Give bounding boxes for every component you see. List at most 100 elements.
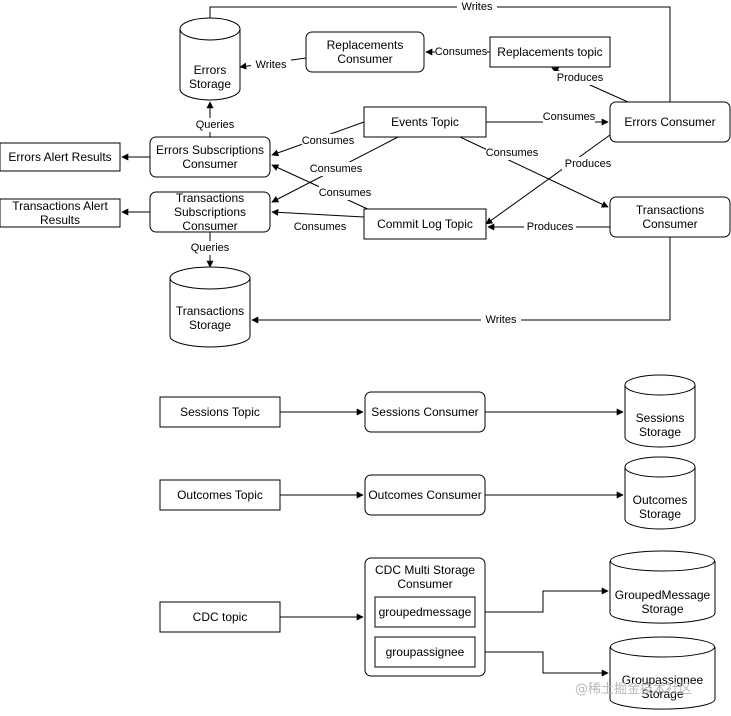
groupassignee-to-storage-arrow [475, 651, 609, 677]
cylinder-top [624, 456, 696, 478]
edge-label-consumes: Consumes [310, 163, 363, 175]
cylinder-top [610, 550, 715, 572]
edge-label-consumes: Consumes [435, 46, 488, 58]
errors-consumer-produces-commit-log-arrow [485, 134, 611, 225]
node-label: CDC topic [193, 610, 248, 624]
node-label: Replacements topic [497, 45, 602, 59]
outcomes-consumer-node: Outcomes Consumer [364, 474, 486, 516]
commit-log-topic-node: Commit Log Topic [363, 208, 487, 240]
edge-label-writes: Writes [256, 59, 287, 71]
node-shape [305, 31, 425, 73]
replacements-topic-node: Replacements topic [489, 36, 611, 68]
node-label: Storage [639, 425, 681, 439]
cylinder-body [169, 278, 251, 348]
cylinder-body [609, 561, 716, 624]
edge-label-bg [524, 220, 576, 234]
node-label: groupassignee [386, 645, 465, 659]
node-label: Storage [189, 77, 231, 91]
node-shape [489, 36, 611, 68]
groupedmessage-to-storage-arrow [475, 587, 609, 613]
node-shape [0, 198, 121, 228]
node-label: Consumer [337, 52, 392, 66]
edge-label-produces: Produces [565, 158, 612, 170]
edge-label-writes: Writes [462, 1, 493, 13]
node-shape [609, 196, 731, 238]
cdc-topic-node: CDC topic [159, 601, 281, 633]
errors-alert-results-node: Errors Alert Results [0, 142, 121, 172]
node-shape [374, 636, 476, 668]
node-shape [364, 474, 486, 516]
node-label: Consumer [182, 157, 237, 171]
events-topic-to-transactions-consumer-arrow [459, 136, 609, 208]
outcomes-topic-node: Outcomes Topic [159, 479, 281, 511]
edge-label-consumes: Consumes [486, 147, 539, 159]
edge-label-queries: Queries [191, 242, 230, 254]
edge-label-bg [302, 134, 354, 148]
node-shape [363, 106, 487, 138]
node-label: Outcomes Consumer [368, 488, 481, 502]
edge-label-bg [187, 241, 233, 255]
edge-label-queries: Queries [196, 119, 235, 131]
groupedmessage-node: groupedmessage [374, 596, 476, 628]
node-shape [159, 479, 281, 511]
node-label: Storage [639, 507, 681, 521]
edge-labels: WritesWritesConsumesProducesQueriesConsu… [187, 0, 614, 327]
transactions-subscriptions-consumes-commit-log-arrow [271, 208, 365, 218]
sessions-consumer-node: Sessions Consumer [364, 391, 486, 433]
node-label: Transactions [176, 304, 244, 318]
node-label: Consumer [642, 217, 697, 231]
node-label: Sessions [636, 411, 685, 425]
node-shape [159, 396, 281, 428]
groupassignee-node: groupassignee [374, 636, 476, 668]
edge-label-produces: Produces [557, 72, 604, 84]
edge-label-consumes: Consumes [302, 135, 355, 147]
node-label: Transactions [636, 203, 704, 217]
node-shape [374, 596, 476, 628]
node-label: Transactions [176, 191, 244, 205]
node-label: GroupedMessage [615, 588, 711, 602]
node-label: Subscriptions [174, 205, 246, 219]
cylinder-top [169, 266, 251, 290]
node-label: Storage [641, 687, 683, 701]
errors-consumer-writes-errors-storage-arrow [206, 6, 671, 102]
errors-consumer-node: Errors Consumer [609, 101, 731, 143]
node-label: Outcomes Topic [177, 488, 263, 502]
edge-label-consumes: Consumes [319, 187, 372, 199]
node-shape [149, 191, 271, 233]
node-label: Errors Consumer [624, 115, 715, 129]
edge-label-consumes: Consumes [294, 221, 347, 233]
node-shape [0, 142, 121, 172]
node-label: Consumer [397, 577, 452, 591]
edge-label-writes: Writes [486, 314, 517, 326]
node-label: Storage [189, 318, 231, 332]
node-label: Outcomes [633, 493, 688, 507]
edge-label-bg [310, 162, 362, 176]
node-label: Storage [641, 602, 683, 616]
node-label: Errors Alert Results [8, 150, 111, 164]
watermark: @稀土掘金技术社区 [575, 681, 692, 697]
transactions-consumer-writes-storage-arrow [251, 237, 671, 324]
edge-label-bg [543, 110, 595, 124]
node-label: Errors Subscriptions [156, 143, 264, 157]
cylinder-top [179, 17, 241, 41]
cylinder-body [624, 467, 696, 530]
node-label: Sessions Topic [180, 405, 260, 419]
cylinder-body [179, 29, 241, 101]
cylinder-top [610, 636, 715, 658]
edge-label-bg [481, 313, 521, 327]
events-topic-node: Events Topic [363, 106, 487, 138]
edge-label-bg [562, 157, 614, 171]
edge-label-bg [486, 146, 538, 160]
node-label: Consumer [182, 219, 237, 233]
edge-label-consumes: Consumes [543, 111, 596, 123]
node-label: Sessions Consumer [371, 405, 478, 419]
node-shape [609, 101, 731, 143]
